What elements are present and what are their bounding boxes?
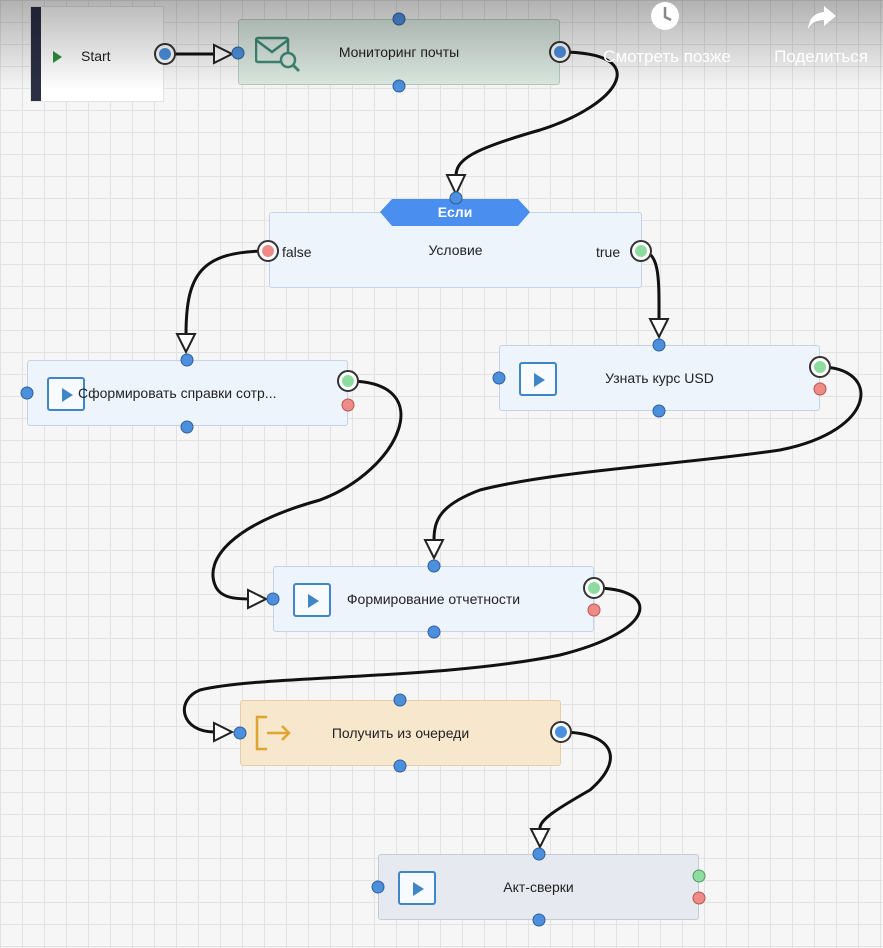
reconciliation-input-port[interactable] (371, 880, 385, 894)
certificates-error-port[interactable] (341, 398, 355, 412)
usd-success-port[interactable] (809, 356, 831, 378)
condition-true-port[interactable] (630, 240, 652, 262)
node-title: Получить из очереди (331, 725, 470, 741)
node-usd-rate[interactable]: Узнать курс USD (499, 345, 820, 411)
certificates-success-port[interactable] (337, 370, 359, 392)
start-node[interactable]: Start (30, 6, 164, 102)
usd-bottom-port[interactable] (652, 404, 666, 418)
certificates-top-port[interactable] (180, 353, 194, 367)
arrow-head (445, 174, 467, 197)
arrow-head (648, 318, 670, 340)
watch-later-label[interactable]: Смотреть позже (603, 47, 731, 66)
wire-usd-to-reporting (432, 365, 863, 541)
node-get-from-queue[interactable]: Получить из очереди (240, 700, 561, 766)
mail-search-icon (255, 36, 301, 73)
wire-queue-to-reconciliation (538, 730, 612, 829)
condition-badge-label: Если (437, 204, 473, 220)
share-icon[interactable] (806, 2, 838, 32)
wire-mail-to-condition (454, 50, 619, 179)
arrow-head (213, 43, 235, 65)
condition-badge: Если (380, 199, 530, 226)
reconciliation-bottom-port[interactable] (532, 913, 546, 927)
play-icon (47, 377, 85, 411)
start-label: Start (81, 48, 111, 64)
queue-exit-icon (255, 715, 291, 751)
start-output-port[interactable] (154, 43, 176, 65)
node-title: Узнать курс USD (605, 370, 714, 386)
node-reporting[interactable]: Формирование отчетности (273, 566, 594, 632)
arrow-head (213, 721, 235, 743)
node-mail-monitoring[interactable]: Мониторинг почты (238, 19, 560, 85)
usd-top-port[interactable] (652, 338, 666, 352)
mail-output-port[interactable] (549, 41, 571, 63)
queue-bottom-port[interactable] (393, 759, 407, 773)
reconciliation-top-port[interactable] (532, 847, 546, 861)
usd-input-port[interactable] (492, 371, 506, 385)
queue-top-port[interactable] (393, 693, 407, 707)
certificates-input-port[interactable] (20, 386, 34, 400)
false-label: false (282, 244, 312, 260)
play-icon (519, 362, 557, 396)
play-icon (293, 583, 331, 617)
arrow-head (423, 539, 445, 561)
node-title: Условие (428, 242, 483, 258)
arrow-head (247, 588, 269, 610)
arrow-head (175, 333, 197, 355)
certificates-bottom-port[interactable] (180, 420, 194, 434)
node-title: Мониторинг почты (338, 44, 460, 60)
reporting-error-port[interactable] (587, 603, 601, 617)
condition-false-port[interactable] (257, 240, 279, 262)
reporting-input-port[interactable] (266, 592, 280, 606)
reconciliation-error-port[interactable] (692, 891, 706, 905)
node-title: Сформировать справки сотр... (78, 385, 277, 401)
mail-bottom-port[interactable] (392, 79, 406, 93)
mail-top-port[interactable] (392, 12, 406, 26)
wire-false-to-certificates (184, 249, 269, 336)
arrow-head (529, 828, 551, 850)
wire-certificates-to-reporting (211, 379, 403, 601)
node-title: Акт-сверки (503, 879, 574, 895)
reporting-success-port[interactable] (583, 577, 605, 599)
reconciliation-success-port[interactable] (692, 869, 706, 883)
mail-input-port[interactable] (231, 46, 245, 60)
start-bar (31, 7, 41, 101)
condition-input-port[interactable] (449, 191, 463, 205)
play-icon (398, 871, 436, 905)
reporting-bottom-port[interactable] (427, 625, 441, 639)
queue-input-port[interactable] (233, 726, 247, 740)
true-label: true (596, 244, 621, 260)
reporting-top-port[interactable] (427, 559, 441, 573)
wire-reporting-to-queue (182, 586, 642, 734)
queue-output-port[interactable] (550, 721, 572, 743)
node-reconciliation[interactable]: Акт-сверки (378, 854, 699, 920)
node-certificates[interactable]: Сформировать справки сотр... (27, 360, 348, 426)
node-title: Формирование отчетности (346, 591, 521, 607)
clock-icon[interactable] (649, 0, 681, 32)
share-label[interactable]: Поделиться (774, 47, 868, 66)
start-play-icon (53, 51, 62, 63)
usd-error-port[interactable] (813, 382, 827, 396)
